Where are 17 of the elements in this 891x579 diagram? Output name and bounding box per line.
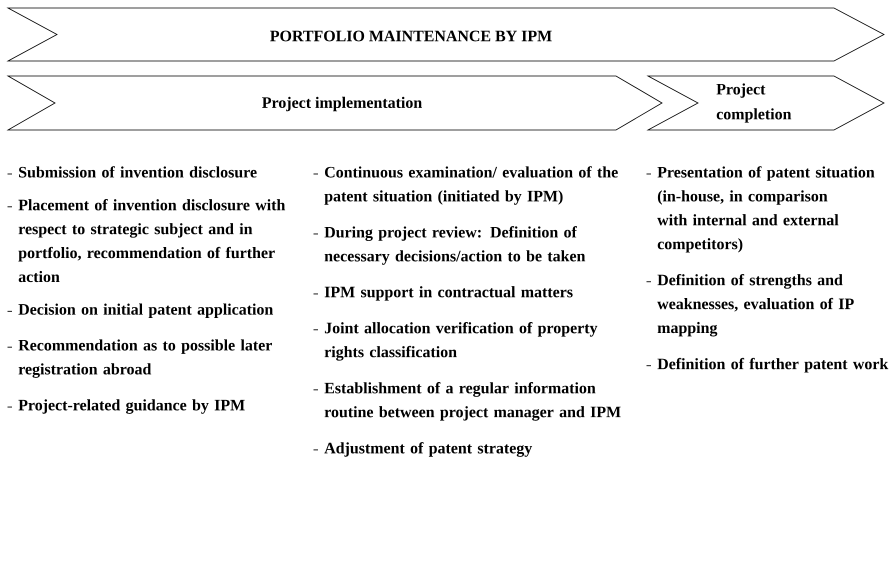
bullet-item: Definition of further patent work [646,358,888,373]
bullet-item: IPM support in contractual matters [313,286,573,301]
chevron-banner: PORTFOLIO MAINTENANCE BY IPM [6,8,885,62]
bullet-item: Adjustment of patent strategy [313,442,532,457]
bullet-item: During project review: Definition of necessary decisions/action to be taken [313,226,586,265]
bullet-item: Submission of invention disclosure [7,166,257,178]
bullet-item: Establishment of a regular information routine between project manager and IPM [313,382,621,421]
bullet-item: Recommendation as to possible later registration abroad [7,339,272,378]
bullet-item: Definition of strengths and weaknesses, evaluation of IP mapping [646,274,854,336]
bullet-item: Project-related guidance by IPM [7,399,245,414]
bullet-item: Placement of invention disclosure with respect to strategic subject and in portfolio, recommendation of further action [7,199,286,282]
chevron-banner: Project implementation [6,76,663,130]
bullet-item: Presentation of patent situation (in-house, in comparison with internal and external competitors) [646,166,874,253]
bullet-item: Decision on initial patent application [7,304,274,318]
bullet-item: Continuous examination/ evaluation of the patent situation (initiated by IPM) [313,166,618,205]
chevron-banner: Project completion [646,76,885,130]
bullet-item: Joint allocation verification of property rights classification [313,322,598,361]
